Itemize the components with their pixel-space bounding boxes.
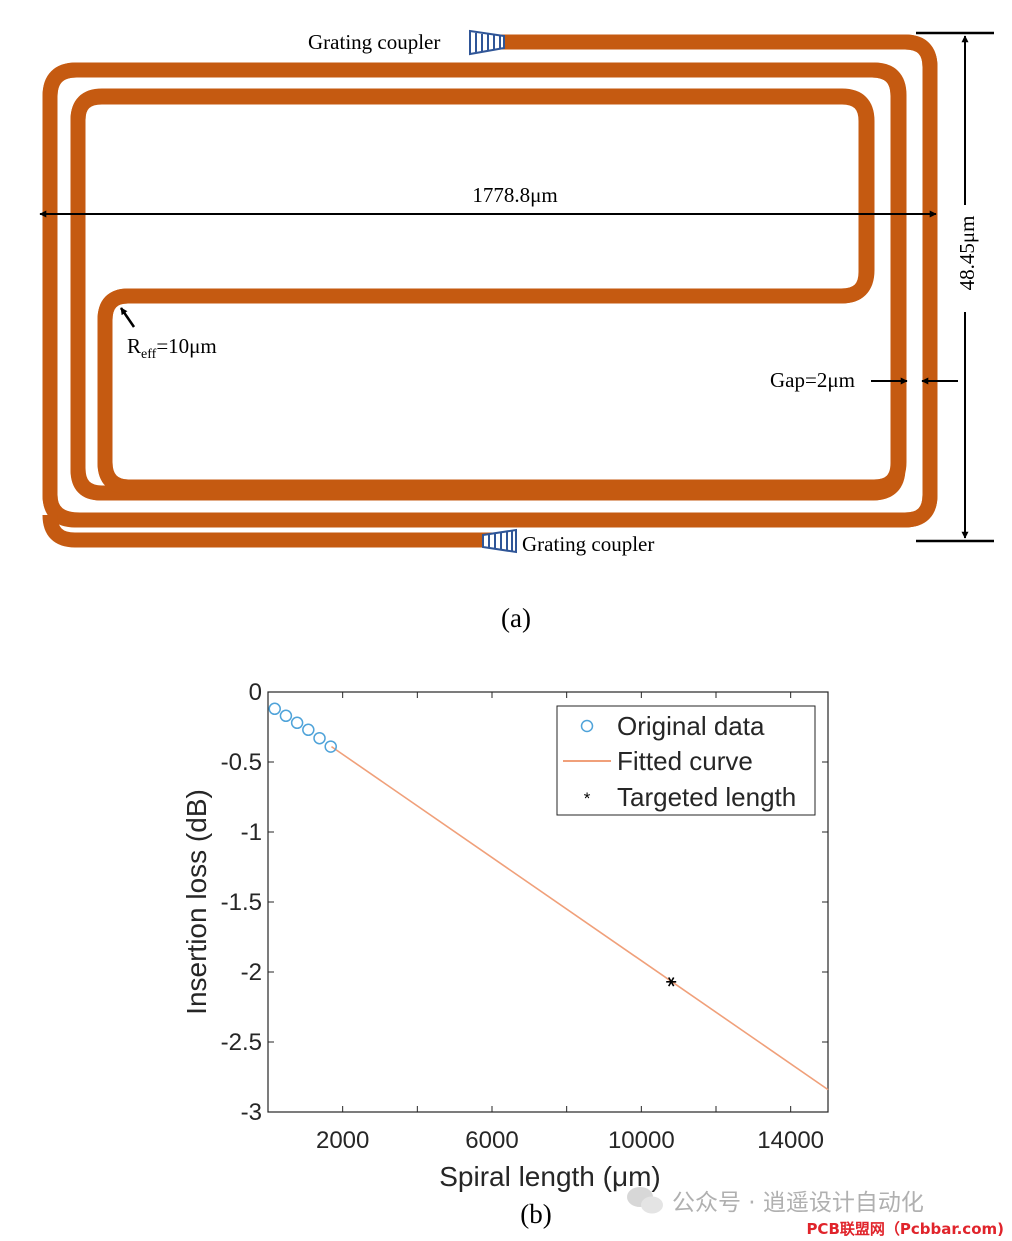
data-point-original <box>324 740 337 753</box>
watermark-wechat-text: 公众号 · 逍遥设计自动化 <box>672 1190 924 1216</box>
legend-entry-fitted-curve: Fitted curve <box>617 746 753 776</box>
legend-entry-original-data: Original data <box>617 711 765 741</box>
waveguide-middle-loop <box>42 514 500 548</box>
watermark-site-text: PCB联盟网（Pcbbar.com) <box>806 1220 1004 1238</box>
x-tick-label: 2000 <box>316 1127 369 1154</box>
radius-label: Reff=10μm <box>127 334 217 362</box>
radius-label-main: R <box>127 334 141 358</box>
grating-coupler-bottom-label: Grating coupler <box>522 532 654 556</box>
radius-arrow <box>119 307 136 328</box>
data-point-original <box>279 709 293 723</box>
data-point-original <box>290 716 304 730</box>
grating-coupler-top-label: Grating coupler <box>308 30 440 54</box>
data-point-targeted-length <box>666 977 677 987</box>
x-tick-label: 10000 <box>608 1127 675 1154</box>
spiral-waveguide <box>42 34 938 528</box>
star-stroke <box>668 977 675 987</box>
y-tick-label: -0.5 <box>221 749 262 776</box>
series-line-fitted-curve <box>331 745 829 1091</box>
y-axis: 0 -0.5 -1 -1.5 -2 -2.5 -3 <box>221 679 828 1126</box>
panel-a-label: (a) <box>501 603 531 633</box>
series-layer <box>268 702 829 1091</box>
radius-label-rest: =10μm <box>156 334 216 358</box>
y-axis-label: Insertion loss (dB) <box>181 789 212 1015</box>
data-point-original <box>302 723 315 737</box>
y-tick-label: 0 <box>249 679 262 706</box>
data-point-original <box>313 731 326 745</box>
gap-label: Gap=2μm <box>770 368 855 392</box>
watermark: 公众号 · 逍遥设计自动化 PCB联盟网（Pcbbar.com) <box>627 1187 1004 1238</box>
legend: Original data Fitted curve * Targeted le… <box>556 705 816 816</box>
waveguide-outer-loop <box>42 34 938 528</box>
waveguide-inner-loop <box>70 89 906 501</box>
x-axis-label: Spiral length (μm) <box>439 1161 661 1192</box>
legend-swatch-targeted-length: * <box>584 789 591 808</box>
spiral-diagram <box>42 34 938 548</box>
height-label: 48.45μm <box>955 216 979 291</box>
x-axis: 2000 6000 10000 14000 <box>316 692 824 1154</box>
grating-coupler-top <box>469 29 505 56</box>
legend-entry-targeted-length: Targeted length <box>617 782 796 812</box>
y-tick-label: -2.5 <box>221 1029 262 1056</box>
y-tick-label: -1 <box>241 819 262 846</box>
wechat-icon <box>627 1187 663 1214</box>
y-tick-label: -1.5 <box>221 889 262 916</box>
radius-label-sub: eff <box>141 347 157 362</box>
panel-b-label: (b) <box>520 1199 551 1229</box>
legend-swatch-original-data <box>580 719 594 733</box>
x-tick-label: 14000 <box>757 1127 824 1154</box>
y-tick-label: -2 <box>241 959 262 986</box>
y-tick-label: -3 <box>241 1099 262 1126</box>
data-point-original <box>268 702 281 716</box>
width-label: 1778.8μm <box>472 183 557 207</box>
insertion-loss-chart: 0 -0.5 -1 -1.5 -2 -2.5 -3 2000 6000 10000 14000 I… <box>181 679 829 1192</box>
grating-coupler-bottom <box>482 528 517 554</box>
x-tick-label: 6000 <box>465 1127 518 1154</box>
